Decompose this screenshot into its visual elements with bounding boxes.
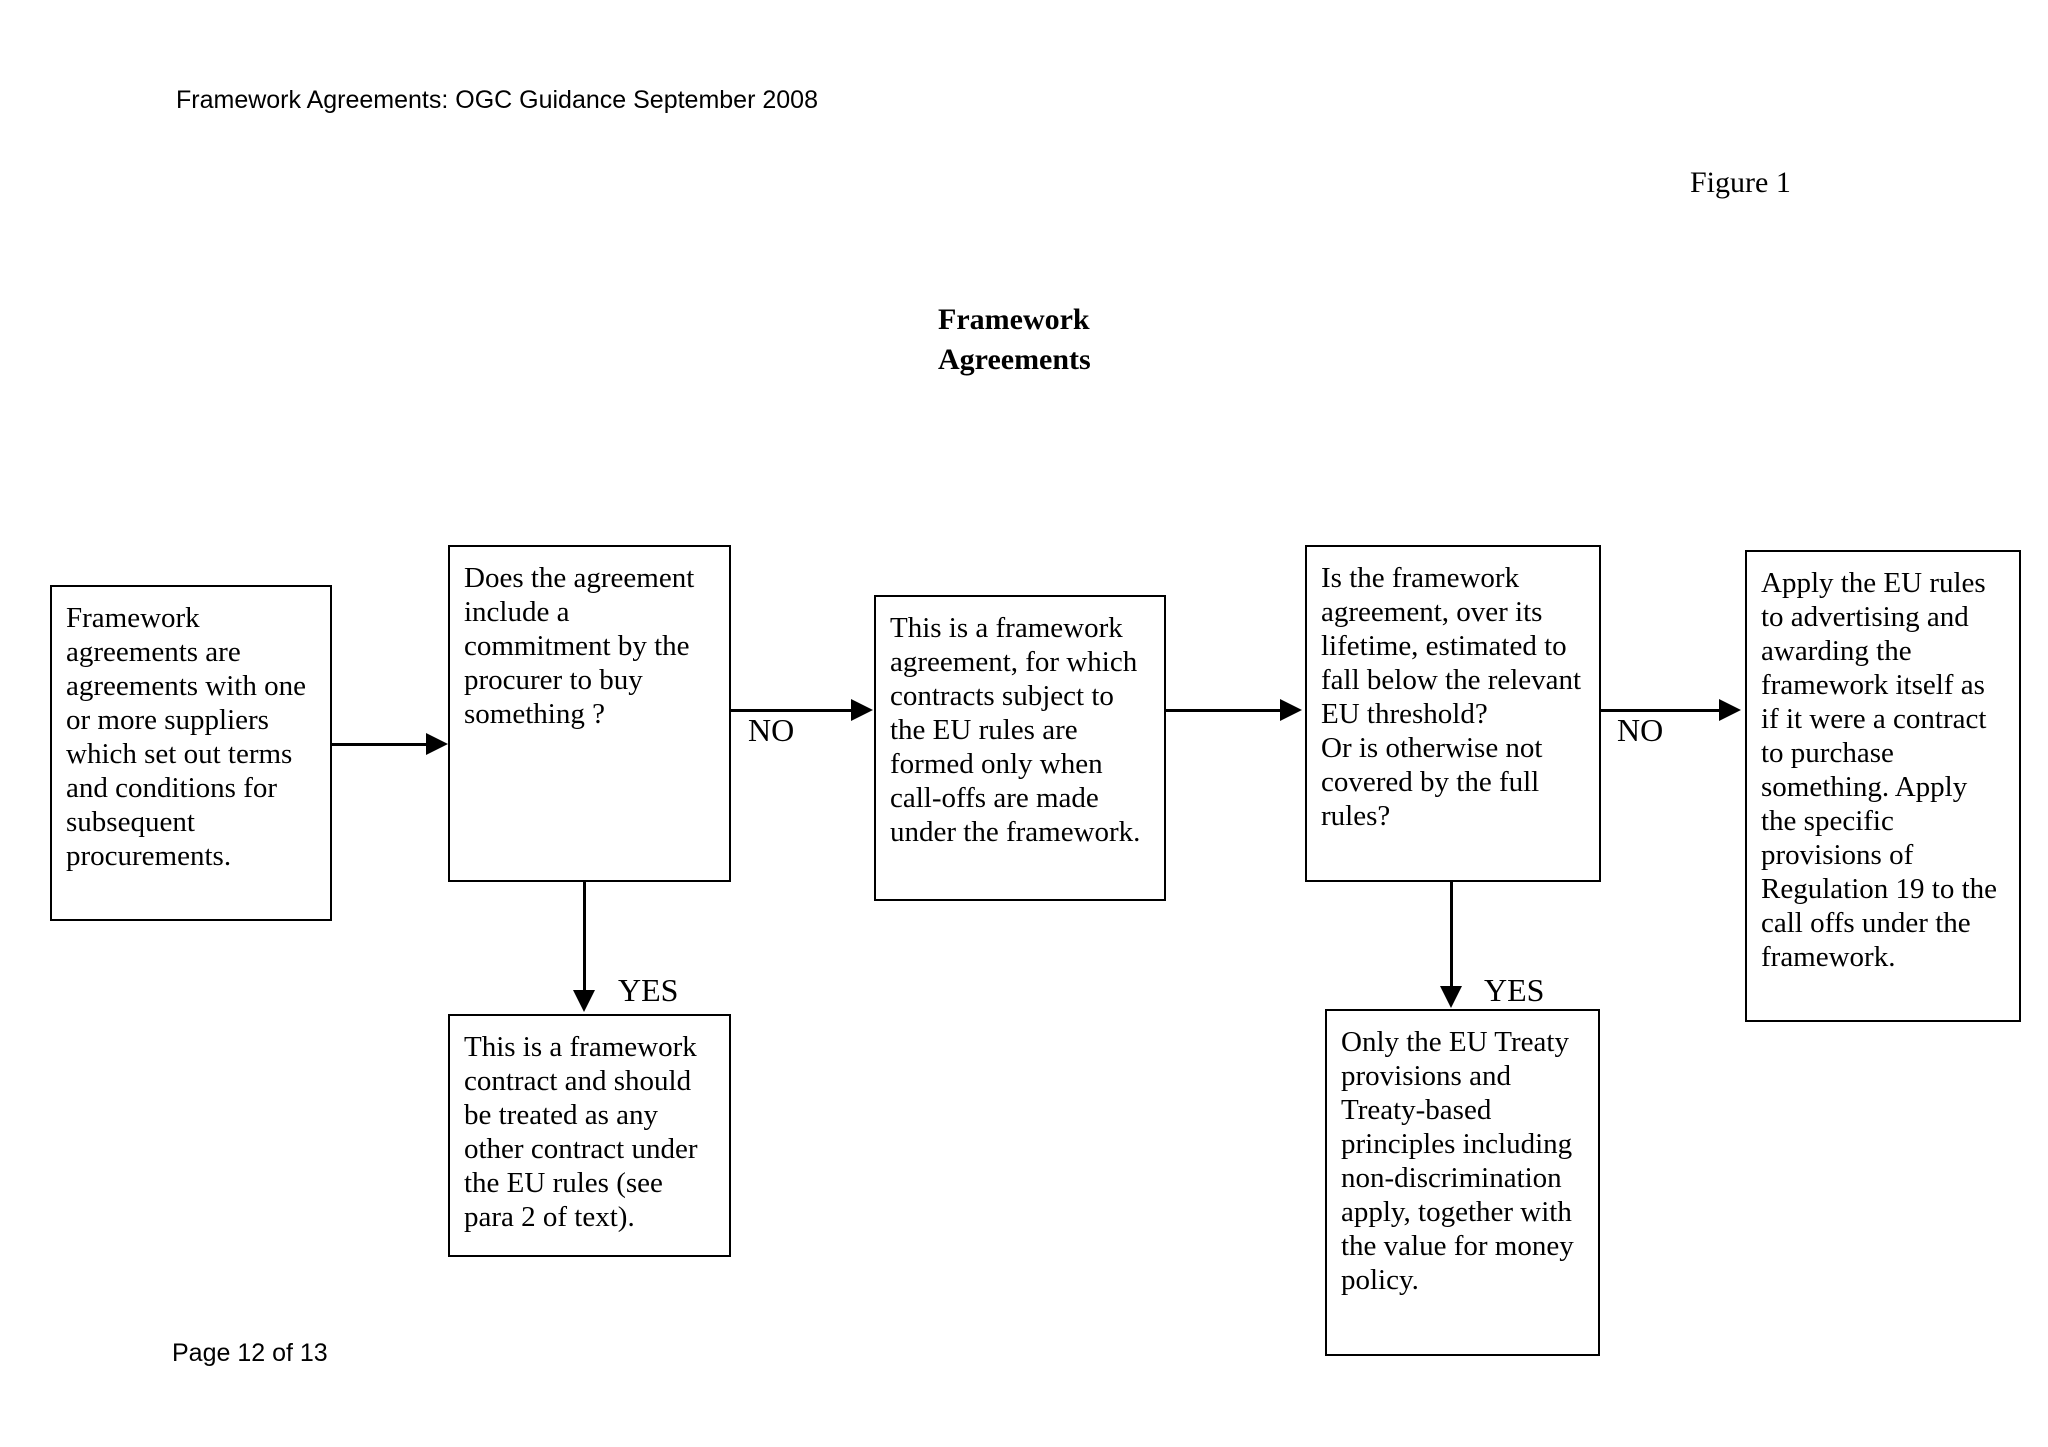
flow-node-treaty-provisions: Only the EU Treaty provisions and Treaty… — [1325, 1009, 1600, 1356]
edge-label-commitment-no: NO — [748, 712, 795, 748]
edge-threshold-yes-line — [1450, 882, 1453, 990]
edge-agreement-to-threshold-line — [1166, 709, 1280, 712]
flow-node-question-threshold-text: Is the framework agreement, over its lif… — [1321, 562, 1582, 832]
chart-title-line-2: Agreements — [938, 343, 1091, 376]
flow-node-apply-eu-rules-text: Apply the EU rules to advertising and aw… — [1761, 567, 1997, 973]
document-header: Framework Agreements: OGC Guidance Septe… — [176, 86, 818, 114]
flow-node-definition: Framework agreements are agreements with… — [50, 585, 332, 921]
edge-commitment-no-line — [731, 709, 853, 712]
flow-node-question-commitment-text: Does the agreement include a commitment … — [464, 562, 695, 730]
edge-commitment-yes-arrowhead — [573, 990, 595, 1012]
edge-label-threshold-yes: YES — [1484, 972, 1545, 1008]
flow-node-treaty-provisions-text: Only the EU Treaty provisions and Treaty… — [1341, 1026, 1574, 1296]
flow-node-framework-agreement-text: This is a framework agreement, for which… — [890, 612, 1141, 848]
figure-label: Figure 1 — [1690, 166, 1791, 199]
edge-threshold-no-line — [1601, 709, 1721, 712]
flow-node-apply-eu-rules: Apply the EU rules to advertising and aw… — [1745, 550, 2021, 1022]
edge-agreement-to-threshold-arrowhead — [1280, 699, 1302, 721]
flow-node-question-threshold: Is the framework agreement, over its lif… — [1305, 545, 1601, 882]
flow-node-framework-contract: This is a framework contract and should … — [448, 1014, 731, 1257]
edge-commitment-yes-line — [583, 882, 586, 992]
edge-definition-to-question-arrowhead — [426, 733, 448, 755]
edge-label-commitment-yes: YES — [618, 972, 679, 1008]
edge-threshold-no-arrowhead — [1719, 699, 1741, 721]
flow-node-framework-contract-text: This is a framework contract and should … — [464, 1031, 698, 1233]
flow-node-question-commitment: Does the agreement include a commitment … — [448, 545, 731, 882]
edge-commitment-no-arrowhead — [851, 699, 873, 721]
edge-label-threshold-no: NO — [1617, 712, 1664, 748]
chart-title-line-1: Framework — [938, 303, 1090, 336]
flow-node-definition-text: Framework agreements are agreements with… — [66, 602, 306, 872]
chart-title: Framework Agreements — [938, 300, 1258, 380]
edge-definition-to-question-line — [332, 743, 428, 746]
flow-node-framework-agreement: This is a framework agreement, for which… — [874, 595, 1166, 901]
page-footer: Page 12 of 13 — [172, 1339, 328, 1367]
edge-threshold-yes-arrowhead — [1440, 986, 1462, 1008]
